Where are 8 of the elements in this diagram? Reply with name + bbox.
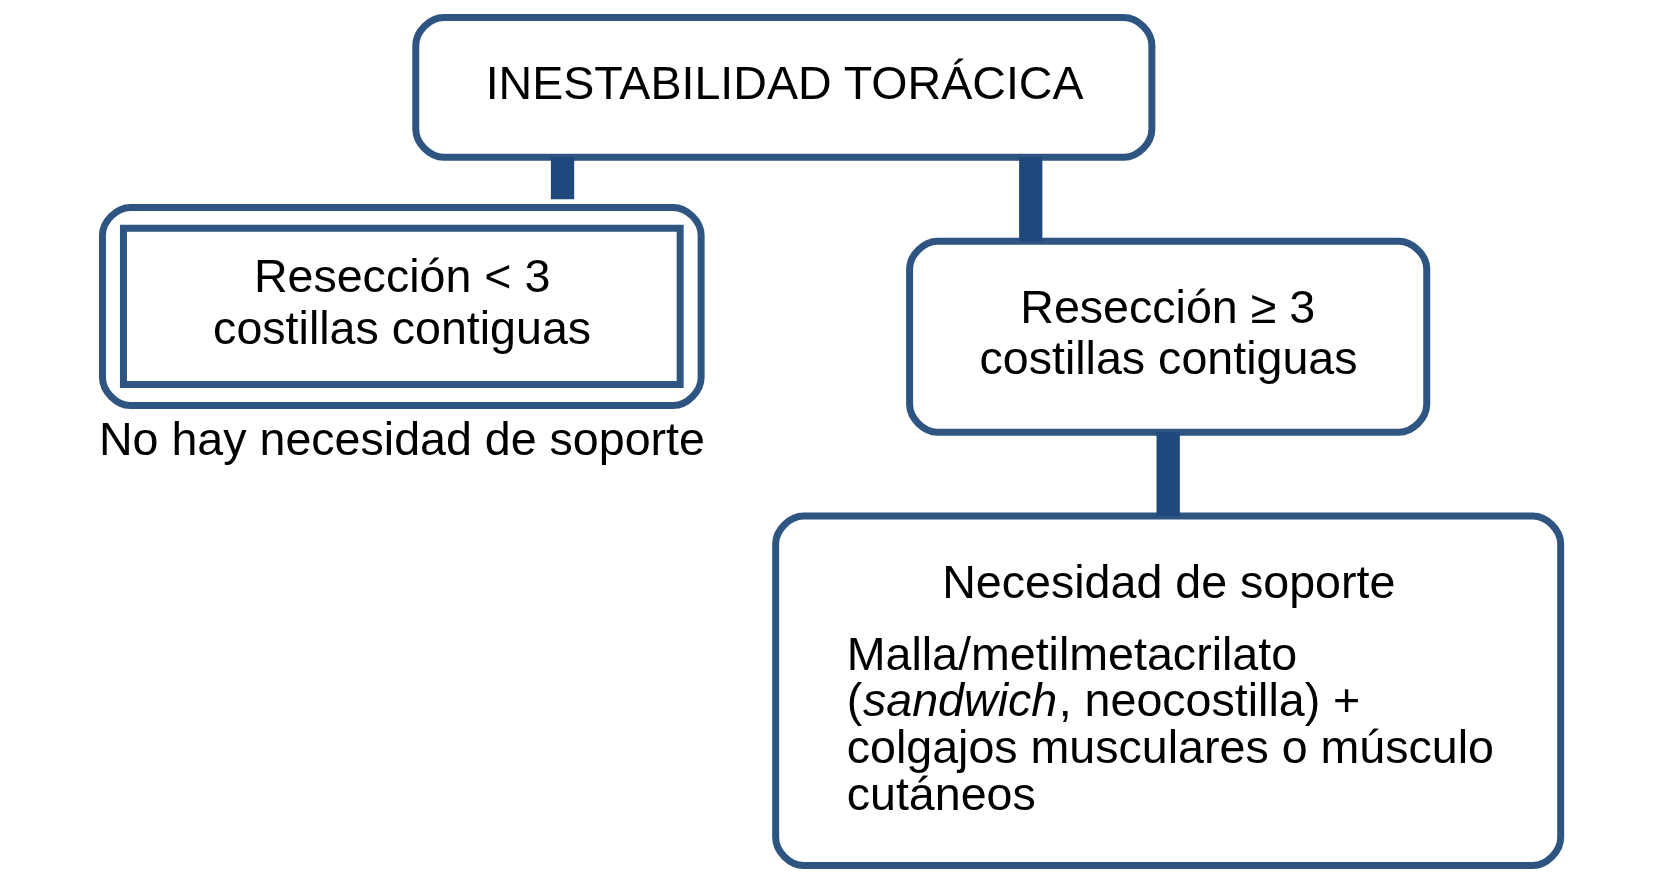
node-box: Necesidad de soporte Malla/metilmetacrilato (sandwich, neocostilla) + colgajos musculares o músculo cutáneos xyxy=(772,512,1565,869)
node-box: Resección ≥ 3 costillas contiguas xyxy=(906,237,1431,436)
node-box: INESTABILIDAD TORÁCICA xyxy=(412,14,1156,161)
node-box: Resección < 3 costillas contiguas xyxy=(98,203,705,409)
connector xyxy=(1019,157,1043,242)
node-label: No hay necesidad de soporte xyxy=(98,413,705,466)
connector xyxy=(550,157,575,200)
connector xyxy=(1156,432,1180,517)
